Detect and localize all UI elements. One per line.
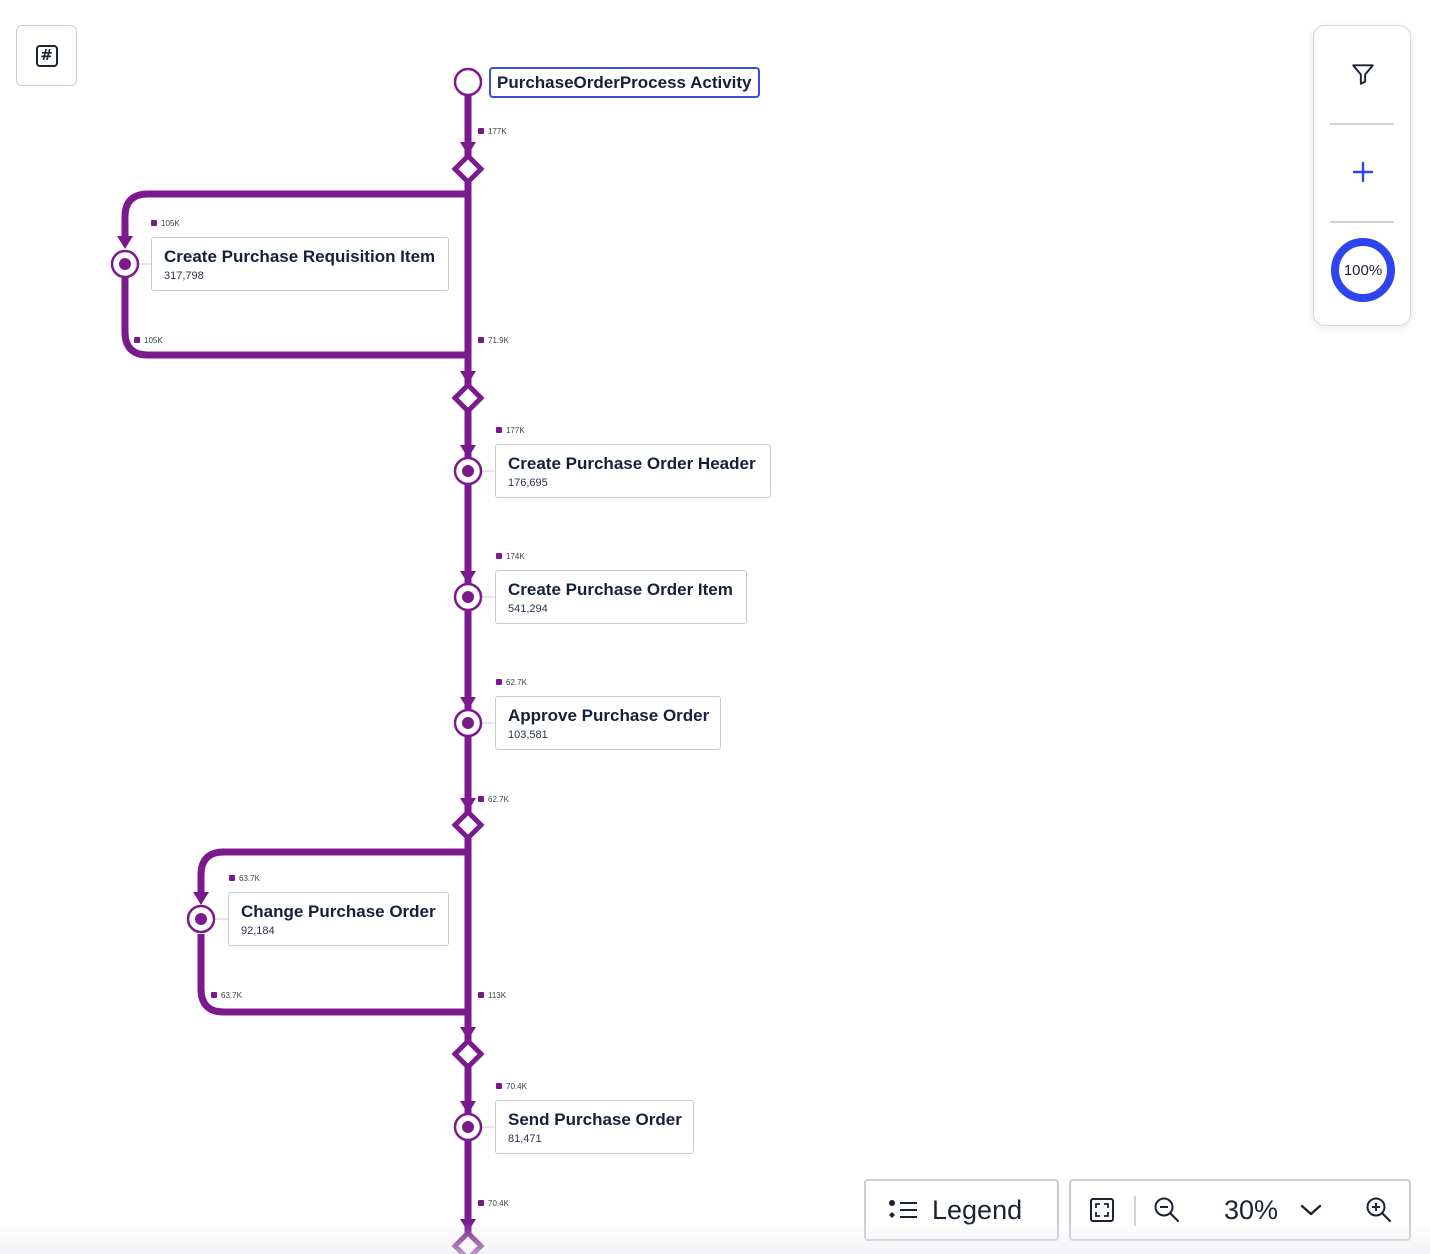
arrowhead bbox=[460, 798, 476, 811]
arrowhead bbox=[460, 445, 476, 458]
zoom-in-icon bbox=[1366, 1197, 1392, 1223]
edge-frequency-label: 62.7K bbox=[496, 678, 527, 688]
legend-button[interactable]: Legend bbox=[864, 1179, 1059, 1241]
fit-screen-icon bbox=[1090, 1198, 1114, 1222]
activity-node-circle[interactable] bbox=[453, 456, 483, 486]
filter-button[interactable] bbox=[1314, 48, 1412, 100]
loop-path-change-in bbox=[197, 840, 472, 896]
loop-path-requisition-in bbox=[121, 185, 472, 240]
zoom-out-button[interactable] bbox=[1147, 1181, 1187, 1239]
chevron-down-icon bbox=[1300, 1204, 1322, 1216]
side-toolbar: 100% bbox=[1313, 25, 1411, 326]
edge-frequency-label: 71.9K bbox=[478, 336, 509, 346]
gateway-diamond[interactable] bbox=[451, 808, 485, 842]
activity-count: 317,798 bbox=[164, 270, 204, 282]
legend-list-icon bbox=[889, 1200, 917, 1218]
activity-node-send-purchase-order[interactable]: Send Purchase Order 81,471 bbox=[495, 1100, 694, 1154]
gateway-diamond[interactable] bbox=[451, 381, 485, 415]
edge-frequency-label: 105K bbox=[151, 219, 180, 229]
zoom-out-icon bbox=[1154, 1197, 1180, 1223]
edge-frequency-label: 113K bbox=[478, 991, 506, 1001]
gateway-diamond[interactable] bbox=[451, 1229, 485, 1254]
legend-label: Legend bbox=[932, 1194, 1023, 1225]
arrowhead bbox=[460, 1027, 476, 1040]
activity-node-circle[interactable] bbox=[453, 708, 483, 738]
loop-path-requisition-out bbox=[121, 278, 468, 359]
fit-screen-button[interactable] bbox=[1081, 1181, 1123, 1239]
activity-count: 92,184 bbox=[241, 925, 275, 937]
zoom-level-value: 30% bbox=[1223, 1194, 1279, 1225]
activity-node-circle[interactable] bbox=[453, 1112, 483, 1142]
activity-title: Approve Purchase Order bbox=[508, 706, 710, 725]
activity-node-create-purchase-order-header[interactable]: Create Purchase Order Header 176,695 bbox=[495, 444, 771, 498]
activity-node-create-purchase-requisition-item[interactable]: Create Purchase Requisition Item 317,798 bbox=[151, 237, 449, 291]
edge-frequency-label: 62.7K bbox=[478, 795, 509, 805]
edge-frequency-label: 105K bbox=[134, 336, 163, 346]
gateway-diamond[interactable] bbox=[451, 152, 485, 186]
start-event-circle[interactable] bbox=[453, 67, 483, 97]
arrowhead bbox=[193, 892, 209, 905]
activity-node-circle[interactable] bbox=[453, 582, 483, 612]
edge-frequency-label: 70.4K bbox=[478, 1199, 509, 1209]
activity-node-change-purchase-order[interactable]: Change Purchase Order 92,184 bbox=[228, 892, 449, 946]
activity-node-circle[interactable] bbox=[110, 249, 140, 279]
arrowhead bbox=[460, 1101, 476, 1114]
zoom-ring-label: 100% bbox=[1331, 238, 1395, 302]
arrowhead bbox=[460, 571, 476, 584]
zoom-dropdown-toggle[interactable] bbox=[1291, 1181, 1331, 1239]
activity-node-approve-purchase-order[interactable]: Approve Purchase Order 103,581 bbox=[495, 696, 721, 750]
activity-node-circle[interactable] bbox=[186, 904, 216, 934]
arrowhead bbox=[460, 142, 476, 155]
activity-title: Change Purchase Order bbox=[241, 902, 436, 921]
activity-count: 103,581 bbox=[508, 729, 548, 741]
arrowhead bbox=[117, 236, 133, 249]
loop-path-change-out bbox=[197, 934, 468, 1016]
edge-frequency-label: 177K bbox=[478, 127, 507, 137]
zoom-indicator[interactable]: 100% bbox=[1314, 238, 1412, 302]
plus-icon bbox=[1352, 161, 1374, 183]
gateway-diamond[interactable] bbox=[451, 1037, 485, 1071]
edge-frequency-label: 63.7K bbox=[211, 991, 242, 1001]
zoom-level-select[interactable]: 30% bbox=[1211, 1181, 1291, 1239]
edge-frequency-label: 70.4K bbox=[496, 1082, 527, 1092]
activity-title: Create Purchase Requisition Item bbox=[164, 247, 436, 266]
activity-title: Send Purchase Order bbox=[508, 1110, 682, 1129]
edge-frequency-label: 174K bbox=[496, 552, 525, 562]
start-node-label[interactable]: PurchaseOrderProcess Activity bbox=[489, 67, 760, 98]
activity-count: 81,471 bbox=[508, 1133, 542, 1145]
activity-title: Create Purchase Order Header bbox=[508, 454, 756, 473]
activity-count: 541,294 bbox=[508, 603, 548, 615]
activity-title: Create Purchase Order Item bbox=[508, 580, 733, 599]
zoom-controls: 30% bbox=[1069, 1179, 1411, 1241]
activity-node-create-purchase-order-item[interactable]: Create Purchase Order Item 541,294 bbox=[495, 570, 747, 624]
zoom-in-button[interactable] bbox=[1359, 1181, 1399, 1239]
activity-count: 176,695 bbox=[508, 477, 548, 489]
edge-frequency-label: 177K bbox=[496, 426, 525, 436]
hash-icon: # bbox=[35, 44, 58, 67]
filter-icon bbox=[1352, 64, 1374, 85]
show-counts-button[interactable]: # bbox=[16, 25, 77, 86]
edge-frequency-label: 63.7K bbox=[229, 874, 260, 884]
arrowhead bbox=[460, 371, 476, 384]
add-button[interactable] bbox=[1314, 146, 1412, 198]
arrowhead bbox=[460, 697, 476, 710]
